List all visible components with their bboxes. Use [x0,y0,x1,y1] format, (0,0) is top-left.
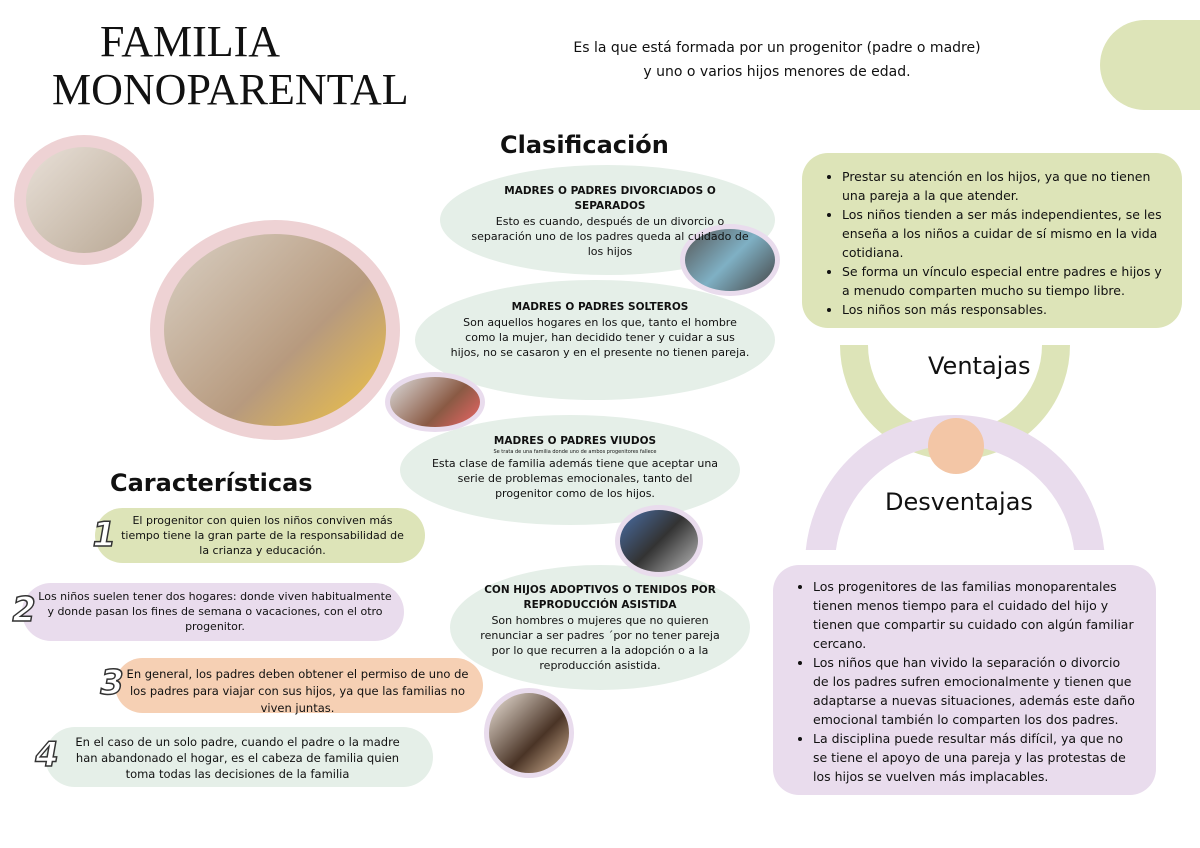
caract-item-3: En general, los padres deben obtener el … [126,667,469,715]
widow-photo [615,505,703,577]
family-photo-2 [150,220,400,440]
caract-item-2: Los niños suelen tener dos hogares: dond… [38,590,392,633]
decorative-ellipse [1100,20,1200,110]
divorce-photo [680,224,780,296]
clasif-blob-3 [400,415,740,525]
desventaja-item: Los niños que han vivido la separación o… [813,653,1136,729]
ventajas-heading: Ventajas [928,352,1031,380]
caract-blob-4 [45,727,433,787]
ventaja-item: Se forma un vínculo especial entre padre… [842,262,1162,300]
desventajas-box: Los progenitores de las familias monopar… [773,565,1156,795]
clasif-blob-2 [415,280,775,400]
adoption-photo [484,688,574,778]
clasificacion-heading: Clasificación [500,131,669,159]
family-photo-1 [14,135,154,265]
center-circle [928,418,984,474]
caract-blob-2 [22,583,404,641]
page-title: FAMILIA [100,17,281,66]
caract-blob-3 [115,658,483,713]
caract-item-4: En el caso de un solo padre, cuando el p… [75,735,400,781]
page-title-line2: MONOPARENTAL [52,65,409,114]
father-photo [385,372,485,432]
desventajas-heading: Desventajas [885,488,1033,516]
ventajas-box: Prestar su atención en los hijos, ya que… [802,153,1182,328]
clasif-item-4: CON HIJOS ADOPTIVOS O TENIDOS POR REPROD… [480,584,720,672]
clasif-blob-4 [450,565,750,690]
caract-item-1: El progenitor con quien los niños conviv… [121,514,404,557]
definition: Es la que está formada por un progenitor… [573,40,981,80]
desventaja-item: La disciplina puede resultar más difícil… [813,729,1136,786]
caracteristicas-heading: Características [110,469,313,497]
desventaja-item: Los progenitores de las familias monopar… [813,577,1136,653]
ventaja-item: Los niños son más responsables. [842,300,1162,319]
ventaja-item: Los niños tienden a ser más independient… [842,205,1162,262]
caract-blob-1 [95,508,425,563]
ventaja-item: Prestar su atención en los hijos, ya que… [842,167,1162,205]
